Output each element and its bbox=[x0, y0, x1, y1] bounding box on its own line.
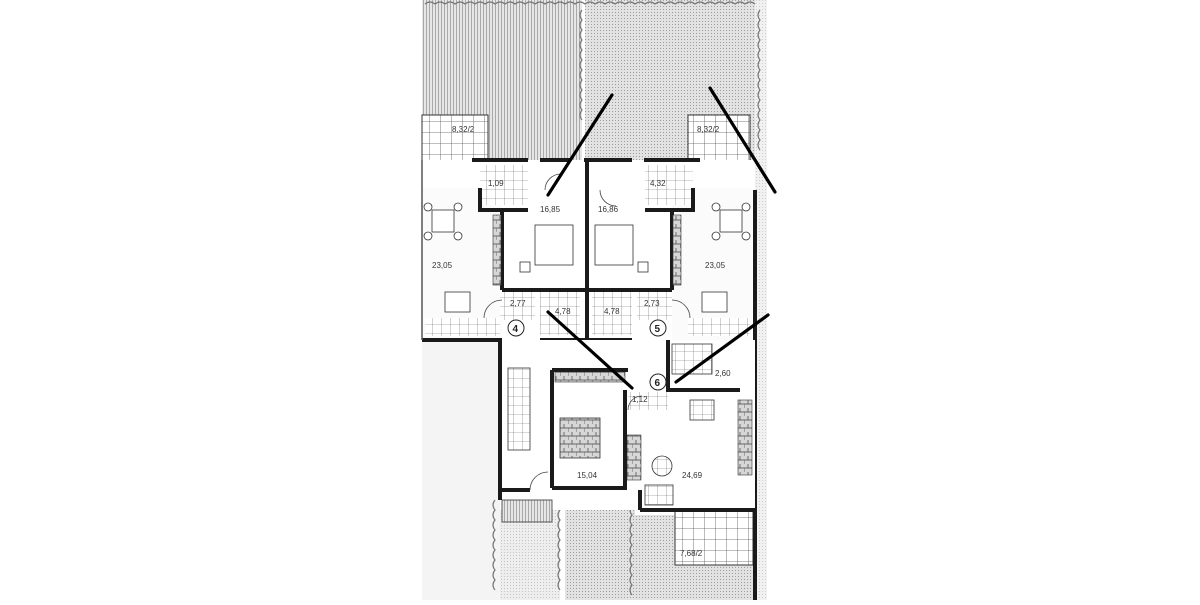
chair-3 bbox=[423, 231, 433, 241]
nightstand-right bbox=[637, 261, 649, 273]
room-labels: 23,05 16,85 16,86 23,05 24,69 15,04 bbox=[432, 205, 726, 480]
unit-marker-4-circle bbox=[507, 319, 525, 337]
door-swing-6 bbox=[627, 395, 643, 411]
area-label-storage-left: 2,77 bbox=[510, 299, 526, 308]
area-label-bath-right: 4,78 bbox=[604, 307, 620, 316]
storage-left bbox=[500, 290, 535, 320]
wc-right-tiles bbox=[645, 165, 693, 205]
room-label-living-left: 23,05 bbox=[432, 261, 453, 270]
nightstand-left bbox=[519, 261, 531, 273]
terrace-label-top-left: 8,32/2 bbox=[452, 125, 475, 134]
storage-right bbox=[637, 290, 672, 320]
area-label-hall-lower: 1,12 bbox=[632, 395, 648, 404]
dining-upper-left bbox=[423, 202, 471, 313]
area-label-wc-left: 1,09 bbox=[488, 179, 504, 188]
wc-left-tiles bbox=[480, 165, 528, 205]
chair-8 bbox=[741, 231, 751, 241]
chair-1 bbox=[423, 202, 433, 212]
door-swing-4 bbox=[599, 189, 617, 207]
terrace-top-left bbox=[421, 114, 489, 166]
lower-building bbox=[498, 340, 755, 523]
room-label-living-right: 23,05 bbox=[705, 261, 726, 270]
hedge-bottom-left bbox=[492, 499, 496, 591]
bath-right-tiles bbox=[592, 290, 632, 335]
door-swing-1 bbox=[483, 299, 503, 319]
hedge-bottom-mid bbox=[629, 494, 633, 596]
terrace-label-top-right: 8,32/2 bbox=[697, 125, 720, 134]
dining-upper-right bbox=[701, 202, 751, 313]
wall-top-right-room bbox=[645, 188, 695, 212]
bed-lower bbox=[559, 417, 601, 459]
area-label-kitchen-lower: 2,60 bbox=[715, 369, 731, 378]
door-swings-upper bbox=[483, 173, 691, 319]
wardrobe-lower bbox=[626, 434, 642, 481]
door-swing-2 bbox=[671, 299, 691, 319]
annotation-stroke-4 bbox=[674, 313, 770, 384]
bed-left bbox=[534, 224, 574, 266]
wardrobe-right bbox=[672, 214, 682, 286]
terrace-label-bottom: 7,68/2 bbox=[680, 549, 703, 558]
chair-6 bbox=[741, 202, 751, 212]
table-lower bbox=[689, 399, 715, 421]
garden-plot-right bbox=[755, 0, 767, 600]
annotation-stroke-2 bbox=[708, 86, 777, 194]
room-label-living-lower: 24,69 bbox=[682, 471, 703, 480]
dining-table-left bbox=[431, 209, 455, 233]
wardrobe-left bbox=[492, 214, 502, 286]
unit-marker-6-circle bbox=[649, 373, 667, 391]
small-area-labels: 1,09 4,32 2,77 2,73 4,78 4,78 2,60 1,12 bbox=[488, 179, 731, 404]
area-label-wc-right: 4,32 bbox=[650, 179, 666, 188]
door-swing-3 bbox=[544, 173, 562, 191]
room-label-bedroom-right: 16,86 bbox=[598, 205, 619, 214]
hedge-right bbox=[757, 9, 761, 151]
chair-2 bbox=[453, 202, 463, 212]
unit-markers: 4 5 6 bbox=[507, 319, 667, 391]
annotation-stroke-1 bbox=[546, 93, 614, 197]
hedge-shrubs bbox=[424, 1, 761, 596]
round-table-lower bbox=[651, 455, 673, 477]
side-strip-left bbox=[422, 340, 500, 600]
unit-marker-5-circle bbox=[649, 319, 667, 337]
area-label-storage-right: 2,73 bbox=[644, 299, 660, 308]
chair-7 bbox=[711, 231, 721, 241]
unit-marker-5: 5 bbox=[655, 324, 661, 335]
wall-top-left-room bbox=[478, 188, 528, 212]
room-label-bedroom-lower: 15,04 bbox=[577, 471, 598, 480]
entry-steps bbox=[501, 499, 553, 523]
lower-floor-area bbox=[500, 340, 755, 510]
dining-table-right bbox=[719, 209, 743, 233]
door-swings-lower bbox=[529, 395, 643, 491]
annotation-strokes bbox=[546, 86, 777, 390]
wall-lower-bottom bbox=[500, 486, 755, 512]
chair-4 bbox=[453, 231, 463, 241]
annotation-stroke-3 bbox=[546, 310, 634, 390]
chair-5 bbox=[711, 202, 721, 212]
sofa-right bbox=[701, 291, 728, 313]
staircase bbox=[507, 367, 531, 451]
sofa-left bbox=[444, 291, 471, 313]
room-label-bedroom-left: 16,85 bbox=[540, 205, 561, 214]
upper-building bbox=[421, 158, 757, 600]
lower-walls bbox=[498, 340, 755, 512]
counter-right bbox=[737, 399, 753, 476]
unit-marker-4: 4 bbox=[513, 324, 519, 335]
terrace-top-right bbox=[687, 114, 751, 166]
unit-marker-6: 6 bbox=[655, 378, 661, 389]
beds-upper bbox=[519, 224, 649, 273]
kitchen-floor-right bbox=[688, 318, 750, 336]
sofa-lower bbox=[644, 484, 674, 506]
wall-lower-kitchen bbox=[666, 340, 740, 392]
kitchen-floor-left bbox=[425, 318, 500, 336]
door-swing-5 bbox=[529, 471, 549, 491]
hedge-top bbox=[424, 1, 756, 5]
area-label-bath-left: 4,78 bbox=[555, 307, 571, 316]
hedge-divider-top bbox=[579, 9, 583, 121]
bed-right bbox=[594, 224, 634, 266]
